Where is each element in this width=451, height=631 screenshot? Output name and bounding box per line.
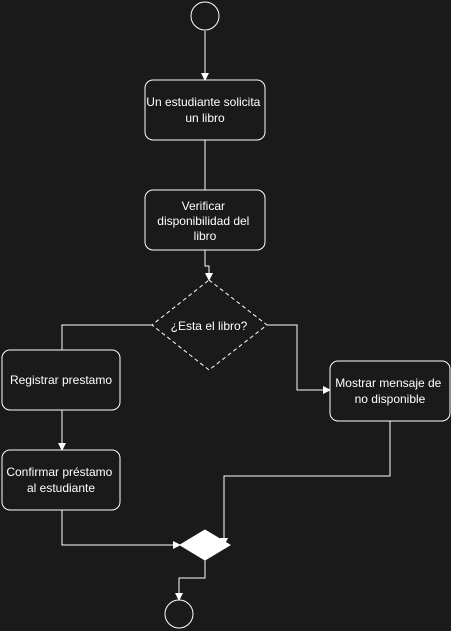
node-register [1,349,121,411]
node-unavailable [329,360,451,422]
edge-confirm-to-merge [61,510,181,549]
edge-verify-to-decision [204,250,213,281]
node-request-label: Un estudiante solicita un libro [146,95,263,125]
node-request [144,79,266,141]
node-decision-label: ¿Esta el libro? [171,319,248,333]
edge-decision-to-unavailable [267,324,331,394]
end-node [164,599,194,629]
node-decision [151,279,268,371]
node-verify [144,189,266,251]
start-node [190,1,220,31]
node-confirm-label: Confirmar préstamo al estudiante [6,465,115,495]
merge-node [179,529,231,561]
edge-merge-to-end [175,560,206,601]
node-confirm [1,449,121,511]
node-verify-label: Verificar disponibilidad del libro [157,199,252,243]
edge-unavailable-to-merge [220,421,391,546]
node-unavailable-label: Mostrar mensaje de no disponible [335,376,444,406]
edge-decision-to-register [61,324,152,350]
node-register-label: Registrar prestamo [10,373,112,387]
